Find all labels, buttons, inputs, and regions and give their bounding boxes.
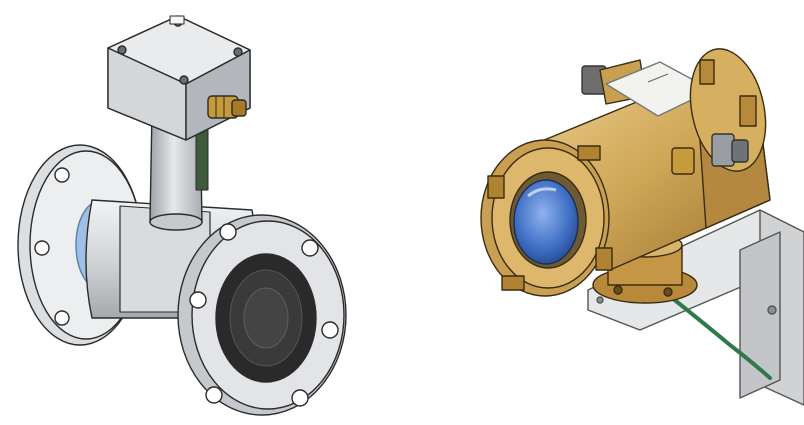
front-flange: [177, 214, 347, 416]
front-cover: [480, 139, 613, 297]
junction-box: [107, 15, 251, 141]
flow-sensor: [17, 15, 347, 416]
cable-gland: [207, 95, 247, 119]
transmitter: [480, 48, 804, 406]
green-cable: [660, 288, 772, 380]
side-glands: [671, 133, 749, 175]
